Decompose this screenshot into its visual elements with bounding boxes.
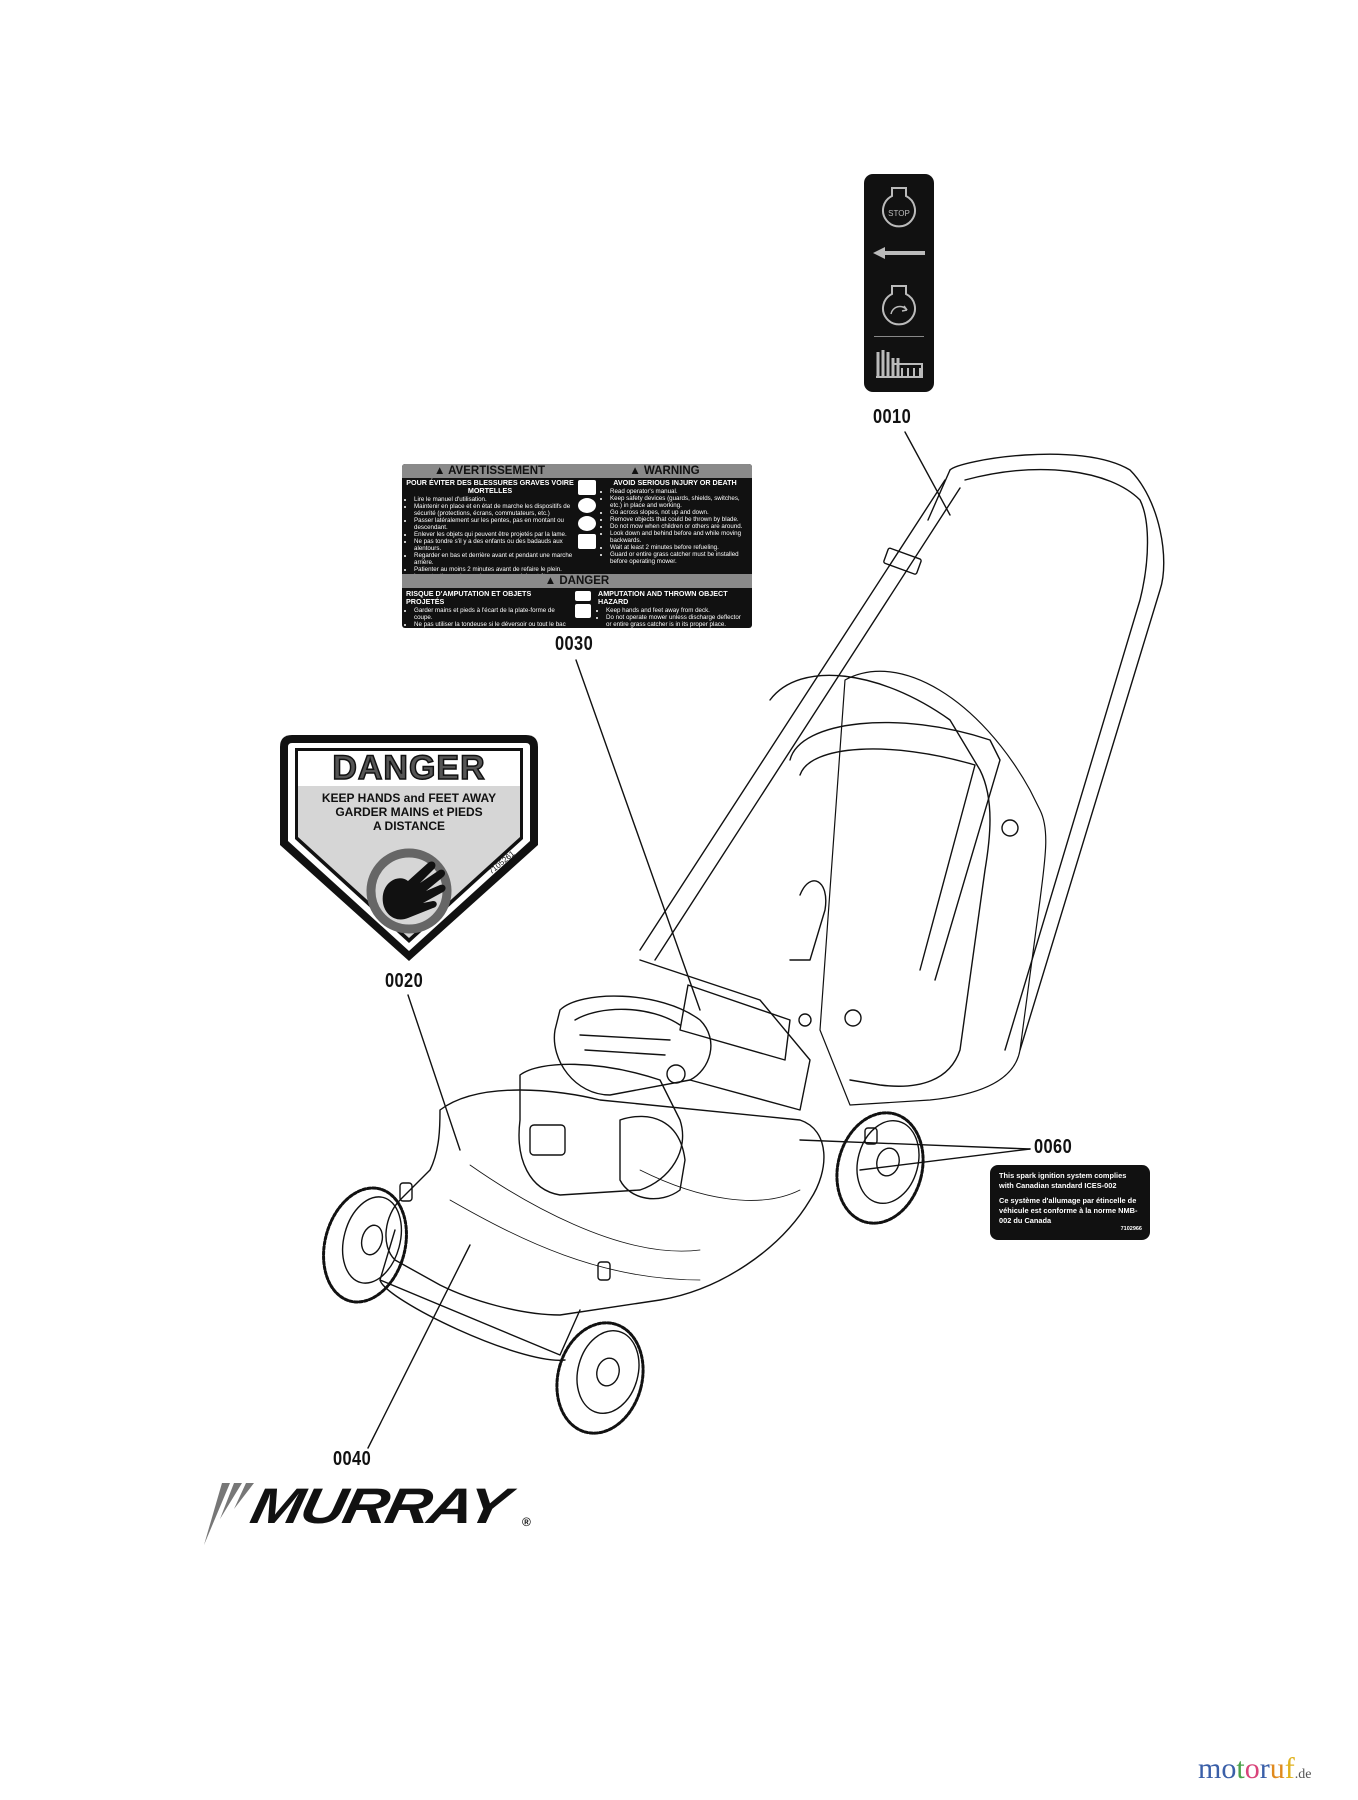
motoruf-watermark: motoruf.de xyxy=(1198,1752,1312,1785)
leader-line-0030 xyxy=(575,659,701,1011)
murray-slash-icon xyxy=(204,1483,254,1545)
decal-0060-ices-compliance: This spark ignition system complies with… xyxy=(990,1165,1150,1240)
engine-stop-icon: STOP xyxy=(864,186,934,230)
avertissement-body: POUR ÉVITER DES BLESSURES GRAVES VOIRE M… xyxy=(406,479,574,588)
svg-text:STOP: STOP xyxy=(888,209,910,218)
thrown-object-icon xyxy=(575,604,591,618)
no-slope-icon xyxy=(578,498,596,513)
callout-0010: 0010 xyxy=(873,406,912,428)
danger-title: DANGER xyxy=(332,749,486,787)
callout-0060: 0060 xyxy=(1034,1136,1073,1158)
divider xyxy=(874,336,924,337)
arrow-left-icon xyxy=(864,246,934,260)
no-bystanders-icon xyxy=(578,516,596,531)
leader-line-0060 xyxy=(799,1139,1031,1150)
decal-0030-safety-warning: ▲ AVERTISSEMENT ▲ WARNING POUR ÉVITER DE… xyxy=(402,464,752,628)
leader-line-0010 xyxy=(904,431,951,516)
callout-0040: 0040 xyxy=(333,1448,372,1470)
decal-0010-throttle: STOP xyxy=(864,174,934,392)
fire-icon xyxy=(578,534,596,549)
warning-body: AVOID SERIOUS INJURY OR DEATH Read opera… xyxy=(602,479,748,566)
danger-fr-body: RISQUE D'AMPUTATION ET OBJETS PROJETÉS G… xyxy=(406,590,570,629)
throttle-grass-icon xyxy=(864,344,934,378)
part-number: 7102966 xyxy=(1120,1226,1142,1232)
front-left-wheel xyxy=(322,1186,408,1304)
engine-run-icon xyxy=(864,284,934,328)
compliance-en: This spark ignition system complies with… xyxy=(999,1171,1127,1190)
warning-list: Read operator's manual. Keep safety devi… xyxy=(602,488,748,565)
danger-en-body: AMPUTATION AND THROWN OBJECT HAZARD Keep… xyxy=(598,590,748,629)
leader-line-0040 xyxy=(367,1244,471,1449)
avertissement-header: ▲ AVERTISSEMENT xyxy=(402,464,577,478)
compliance-fr: Ce système d'allumage par étincelle de v… xyxy=(999,1196,1138,1225)
danger-icons xyxy=(572,591,594,625)
warning-header: ▲ WARNING xyxy=(577,464,752,478)
callout-0030: 0030 xyxy=(555,633,594,655)
callout-0020: 0020 xyxy=(385,970,424,992)
front-right-wheel xyxy=(555,1321,645,1435)
danger-header: ▲ DANGER xyxy=(402,574,752,588)
blade-hand-icon xyxy=(575,591,591,601)
leader-line-0020 xyxy=(407,994,461,1151)
registered-mark: ® xyxy=(522,1515,531,1529)
murray-wordmark: MURRAY xyxy=(245,1478,513,1534)
manual-icon xyxy=(578,480,596,495)
warning-icons xyxy=(574,480,600,560)
rear-right-wheel xyxy=(835,1111,925,1225)
decal-0020-danger-hands: DANGER KEEP HANDS and FEET AWAY GARDER M… xyxy=(278,733,540,963)
murray-logo: MURRAY ® xyxy=(200,1475,540,1545)
